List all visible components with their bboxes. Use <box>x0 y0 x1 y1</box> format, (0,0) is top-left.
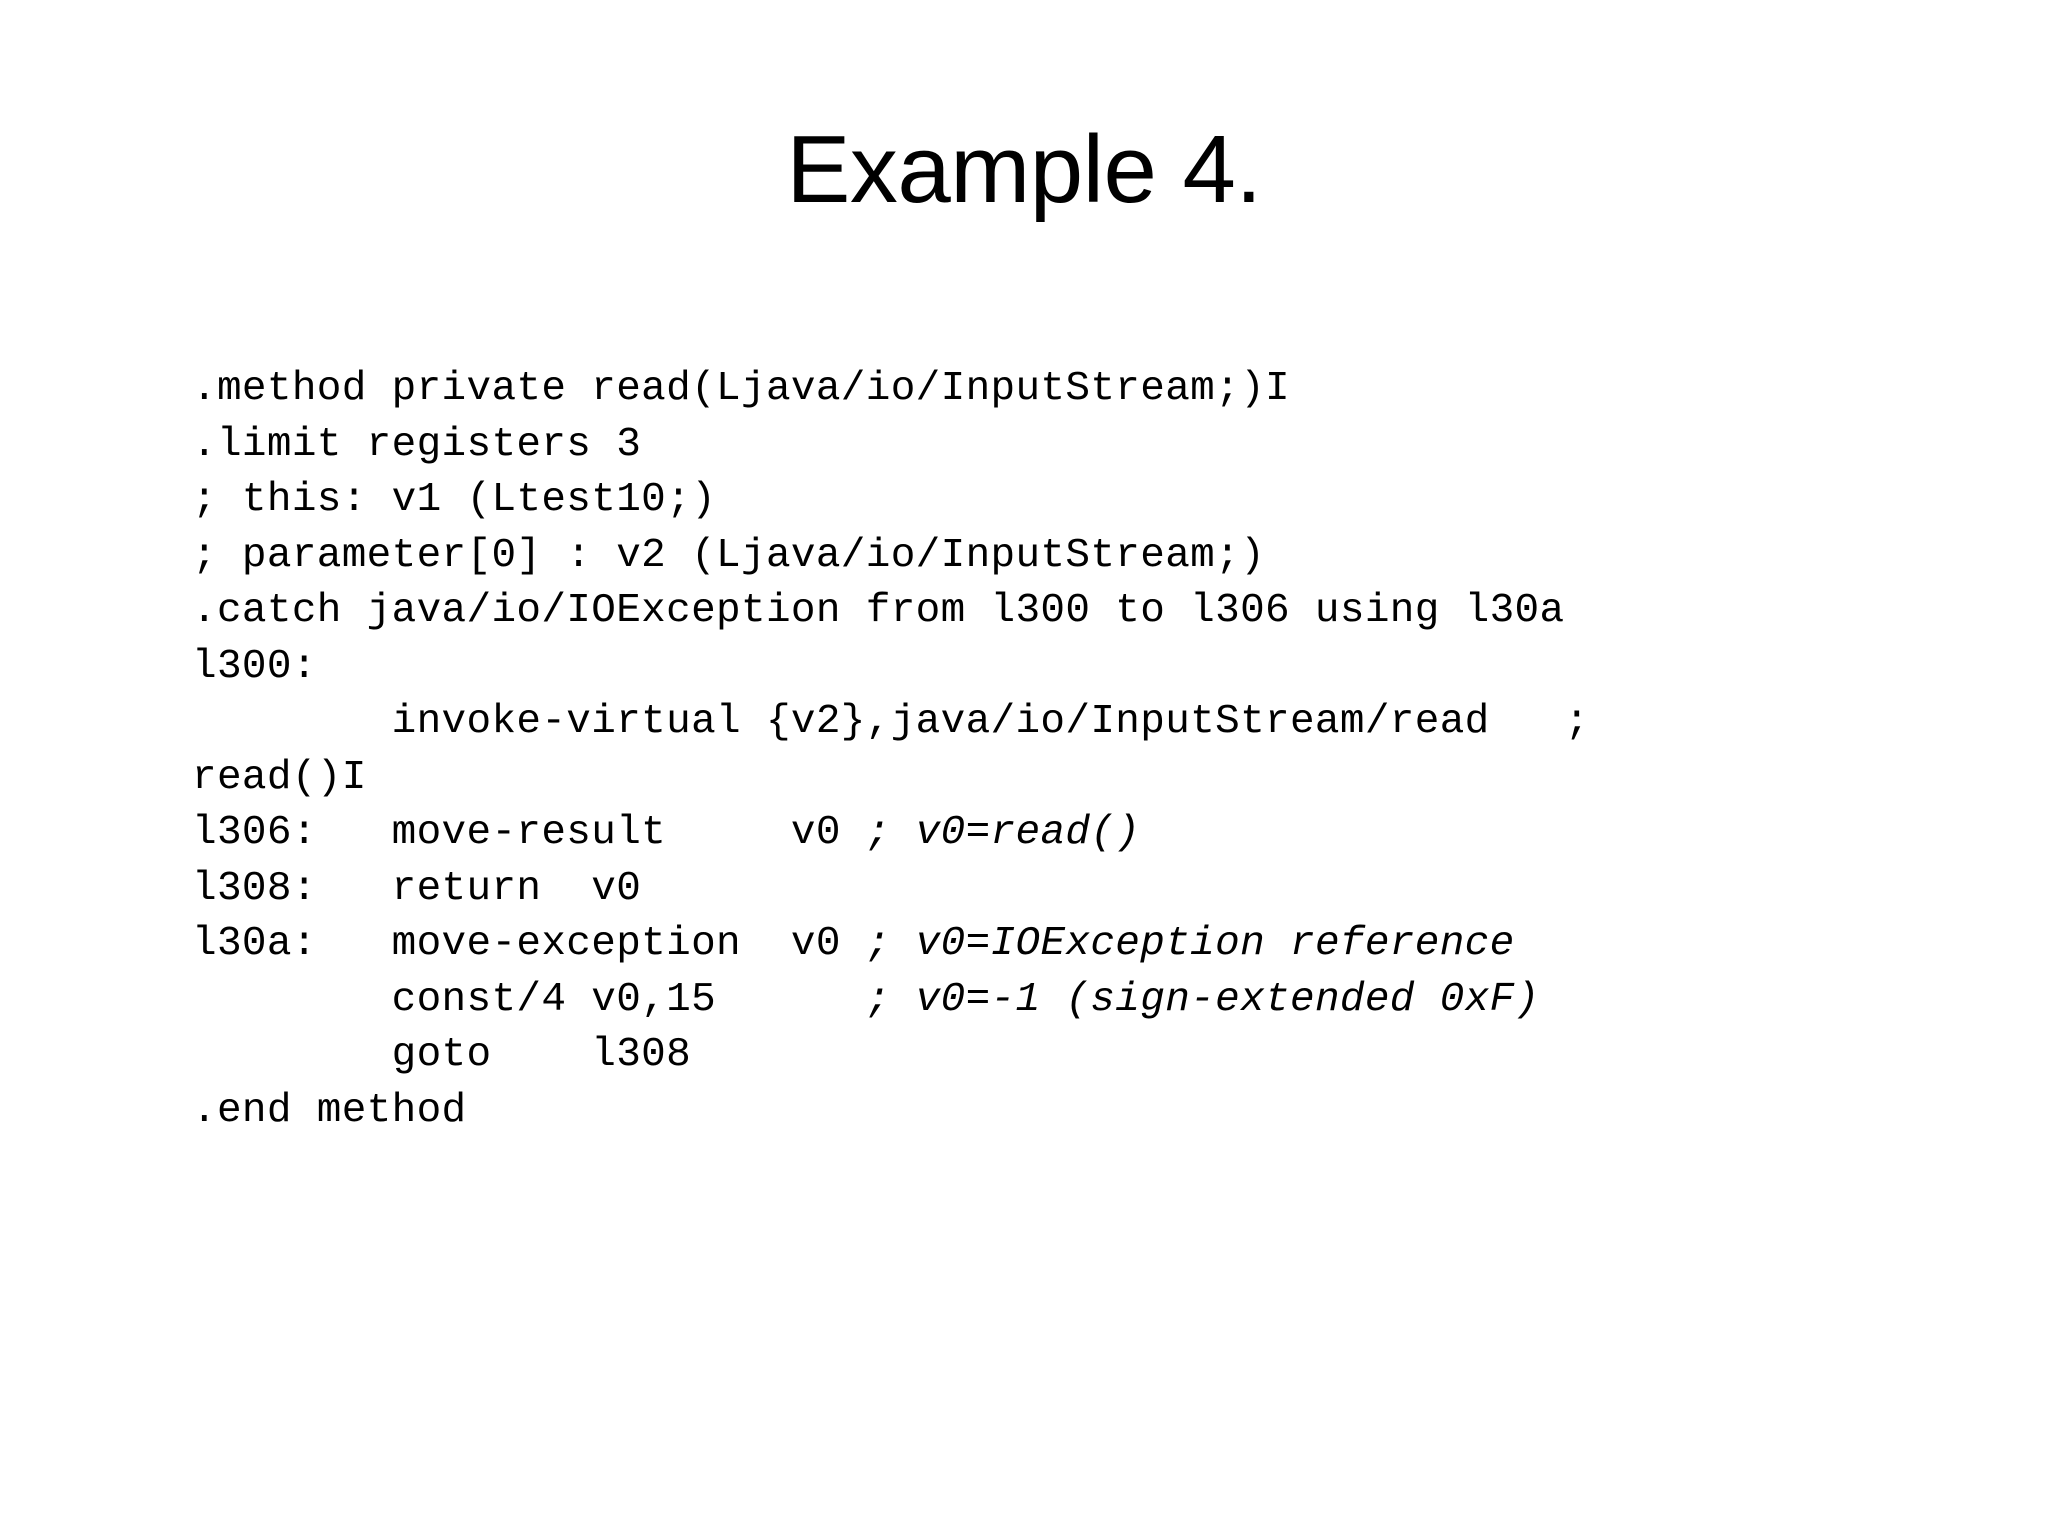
code-line-text: .end method <box>192 1087 467 1134</box>
code-line: l30a: move-exception v0 ; v0=IOException… <box>192 917 1982 973</box>
code-block: .method private read(Ljava/io/InputStrea… <box>192 362 1982 1139</box>
code-line-text: .method private read(Ljava/io/InputStrea… <box>192 366 1290 412</box>
code-line: .end method <box>192 1084 1982 1140</box>
code-comment: ; v0=-1 (sign-extended 0xF) <box>865 976 1540 1023</box>
code-line-text: const/4 v0,15 <box>192 976 866 1023</box>
code-line: .method private read(Ljava/io/InputStrea… <box>192 362 1982 418</box>
code-line: goto l308 <box>192 1028 1982 1084</box>
code-line: invoke-virtual {v2},java/io/InputStream/… <box>192 695 1982 751</box>
code-line-text: read()I <box>192 754 367 801</box>
code-line-text: l308: return v0 <box>192 865 642 912</box>
code-line-text: ; this: v1 (Ltest10;) <box>192 477 717 523</box>
code-line-text: .catch java/io/IOException from l300 to … <box>192 588 1565 634</box>
code-line-text: .limit registers 3 <box>192 421 642 468</box>
code-line: const/4 v0,15 ; v0=-1 (sign-extended 0xF… <box>192 973 1982 1029</box>
code-line-text: l300: <box>192 643 317 690</box>
code-line: l300: <box>192 640 1982 696</box>
code-line-text: l30a: move-exception v0 <box>192 921 866 967</box>
code-line: .limit registers 3 <box>192 418 1982 474</box>
code-line-text: goto l308 <box>192 1032 692 1078</box>
code-line: l306: move-result v0 ; v0=read() <box>192 806 1982 862</box>
code-line: ; this: v1 (Ltest10;) <box>192 473 1982 529</box>
code-line-text: l306: move-result v0 <box>192 810 866 856</box>
page-title: Example 4. <box>786 116 1262 223</box>
code-line-text: invoke-virtual {v2},java/io/InputStream/… <box>192 699 1590 745</box>
code-line: ; parameter[0] : v2 (Ljava/io/InputStrea… <box>192 529 1982 585</box>
code-comment: ; v0=read() <box>865 810 1141 856</box>
code-line: read()I <box>192 751 1982 807</box>
code-line: .catch java/io/IOException from l300 to … <box>192 584 1982 640</box>
code-comment: ; v0=IOException reference <box>865 921 1515 967</box>
code-line: l308: return v0 <box>192 862 1982 918</box>
code-line-text: ; parameter[0] : v2 (Ljava/io/InputStrea… <box>192 532 1266 579</box>
